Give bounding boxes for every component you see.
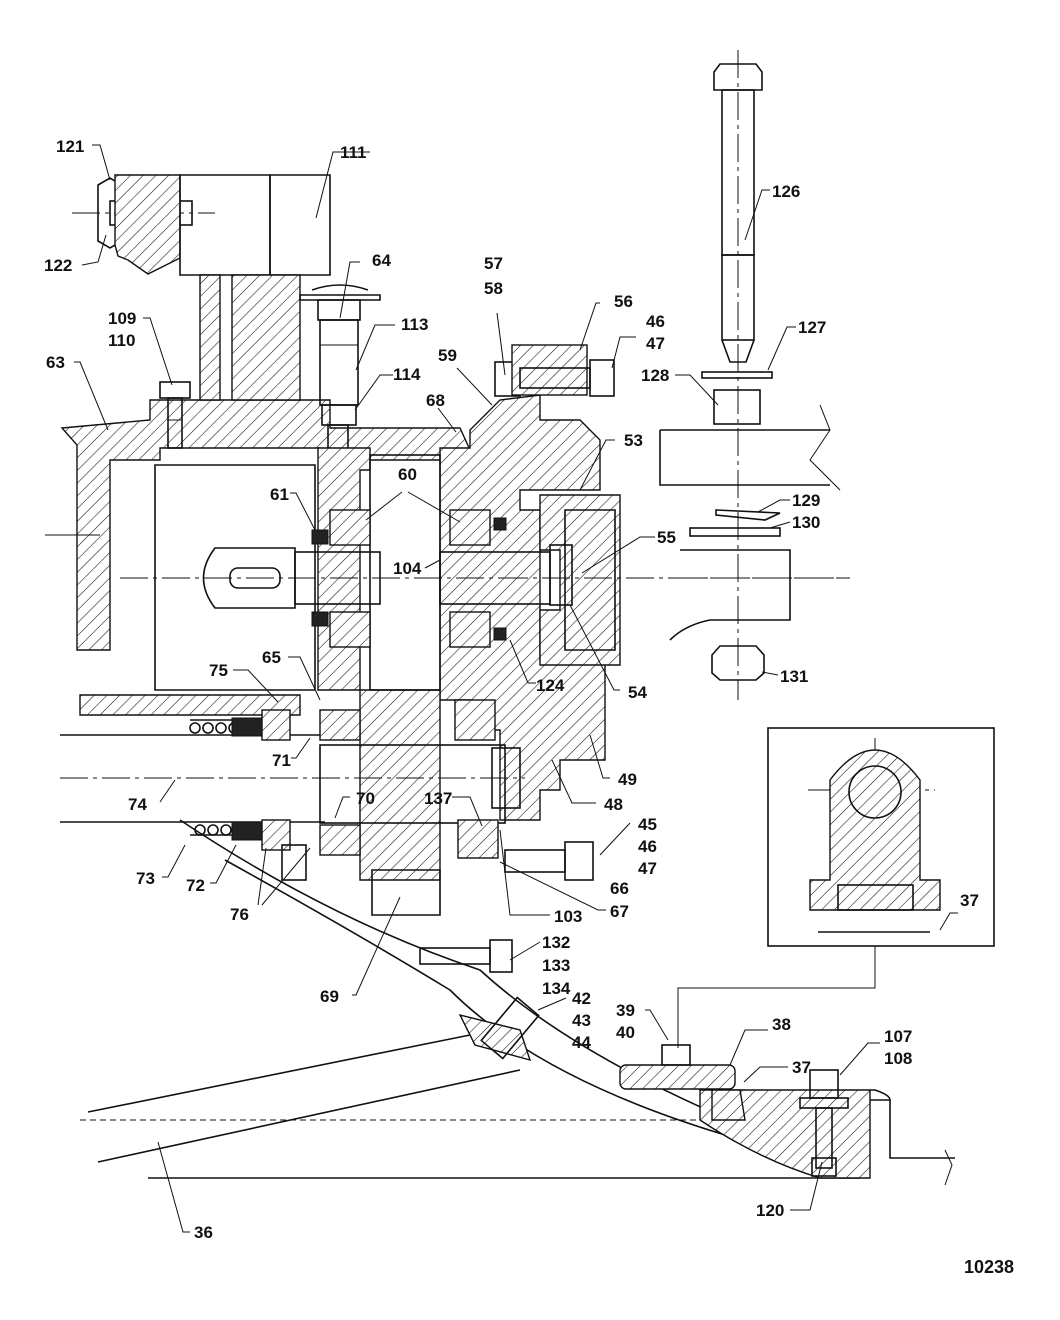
callout-130: 130 <box>792 513 820 532</box>
callout-57: 57 <box>484 254 503 273</box>
callout-129: 129 <box>792 491 820 510</box>
callout-39: 39 <box>616 1001 635 1020</box>
hull-lines <box>80 819 955 1186</box>
callout-108: 108 <box>884 1049 912 1068</box>
callout-110: 110 <box>108 331 135 350</box>
callout-53: 53 <box>624 431 643 450</box>
callout-114: 114 <box>393 365 421 384</box>
callout-74: 74 <box>128 795 147 814</box>
callout-107: 107 <box>884 1027 912 1046</box>
callout-109: 109 <box>108 309 136 328</box>
callout-131: 131 <box>780 667 808 686</box>
callout-71: 71 <box>272 751 291 770</box>
bearings-60 <box>311 509 507 648</box>
callout-70: 70 <box>356 789 375 808</box>
callout-44: 44 <box>572 1033 591 1052</box>
callout-69: 69 <box>320 987 339 1006</box>
callout-65: 65 <box>262 648 281 667</box>
callout-47-top: 47 <box>646 334 665 353</box>
callout-113: 113 <box>401 315 428 334</box>
callout-104: 104 <box>393 559 422 578</box>
callout-128: 128 <box>641 366 669 385</box>
callout-49: 49 <box>618 770 637 789</box>
callout-46-bottom: 46 <box>638 837 657 856</box>
detail-inset <box>677 727 995 1048</box>
callout-122: 122 <box>44 256 72 275</box>
callout-132: 132 <box>542 933 570 952</box>
callout-labels: 121 122 111 109 110 63 64 113 114 57 58 … <box>44 137 1014 1277</box>
callout-63: 63 <box>46 353 65 372</box>
callout-46-top: 46 <box>646 312 665 331</box>
callout-127: 127 <box>798 318 826 337</box>
output-shaft <box>120 547 551 609</box>
input-shaft <box>60 694 525 824</box>
callout-133: 133 <box>542 956 570 975</box>
top-mount-bracket <box>72 174 331 276</box>
callout-76: 76 <box>230 905 249 924</box>
callout-60: 60 <box>398 465 417 484</box>
callout-126: 126 <box>772 182 800 201</box>
bolt-42-44 <box>458 996 540 1062</box>
seal-assembly <box>189 709 361 881</box>
callout-61: 61 <box>270 485 289 504</box>
callout-72: 72 <box>186 876 205 895</box>
callout-67: 67 <box>610 902 629 921</box>
bolt-109-110 <box>159 381 191 449</box>
callout-73: 73 <box>136 869 155 888</box>
callout-103: 103 <box>554 907 582 926</box>
plate-38 <box>619 1044 746 1121</box>
callout-48: 48 <box>604 795 623 814</box>
callout-59: 59 <box>438 346 457 365</box>
callout-121: 121 <box>56 137 84 156</box>
callout-56: 56 <box>614 292 633 311</box>
callout-38: 38 <box>772 1015 791 1034</box>
callout-40: 40 <box>616 1023 635 1042</box>
callout-36: 36 <box>194 1223 213 1242</box>
gear-137 <box>454 699 499 859</box>
callout-75: 75 <box>209 661 228 680</box>
callout-111: 111 <box>340 143 367 162</box>
callout-47-bottom: 47 <box>638 859 657 878</box>
callout-37-inset: 37 <box>960 891 979 910</box>
callout-58: 58 <box>484 279 503 298</box>
bolt-132-134 <box>419 939 513 973</box>
callout-43: 43 <box>572 1011 591 1030</box>
callout-66: 66 <box>610 879 629 898</box>
callout-45: 45 <box>638 815 657 834</box>
callout-68: 68 <box>426 391 445 410</box>
bolt-107-108-120 <box>799 1069 849 1177</box>
callout-54: 54 <box>628 683 647 702</box>
grease-fitting <box>299 284 381 466</box>
bolt-56-57-58 <box>494 344 615 397</box>
callout-55: 55 <box>657 528 676 547</box>
figure-number: 10238 <box>964 1257 1014 1277</box>
callout-120: 120 <box>756 1201 784 1220</box>
callout-37-bottom: 37 <box>792 1058 811 1077</box>
callout-124: 124 <box>536 676 565 695</box>
bolt-45-46-47 <box>504 841 594 881</box>
callout-64: 64 <box>372 251 391 270</box>
leader-lines <box>74 144 958 1233</box>
callout-137: 137 <box>424 789 452 808</box>
callout-42: 42 <box>572 989 591 1008</box>
callout-134: 134 <box>542 979 571 998</box>
